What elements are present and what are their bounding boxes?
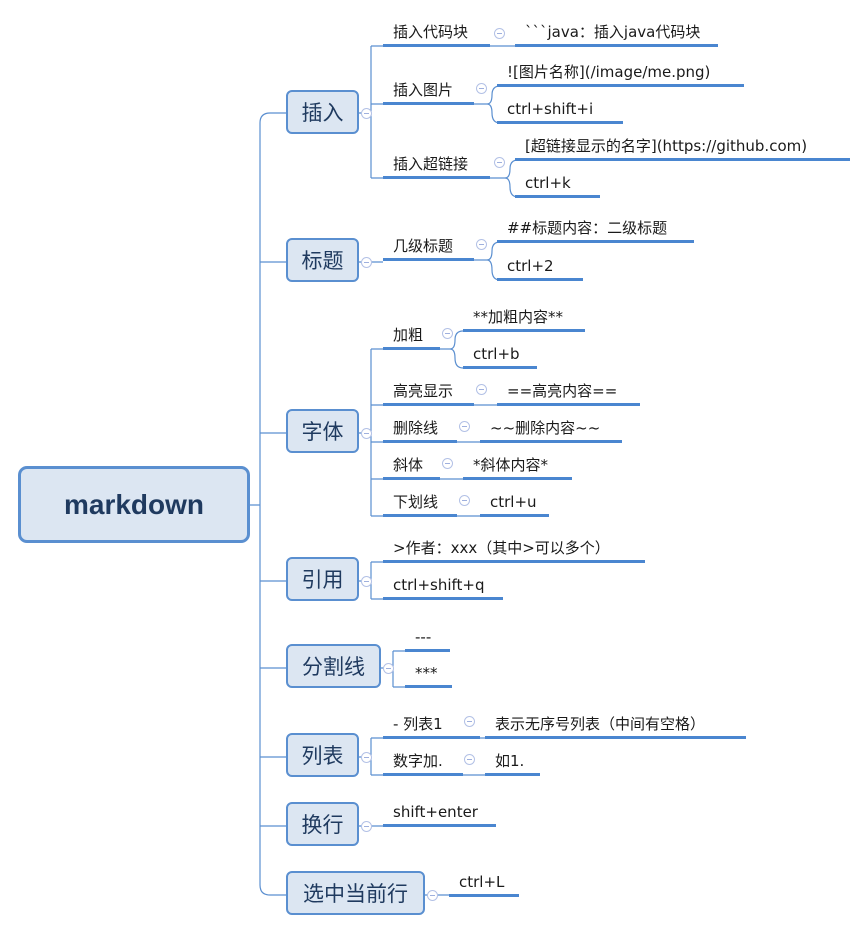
topic-quote-syntax[interactable]: >作者：xxx（其中>可以多个）	[383, 538, 645, 563]
leaf-bold-shortcut[interactable]: ctrl+b	[463, 344, 537, 369]
leaf-link-syntax[interactable]: [超链接显示的名字](https://github.com)	[515, 136, 850, 161]
topic-underline[interactable]: 下划线	[383, 492, 457, 517]
leaf-bold-syntax[interactable]: **加粗内容**	[463, 307, 585, 332]
leaf-image-shortcut[interactable]: ctrl+shift+i	[497, 99, 623, 124]
topic-italic[interactable]: 斜体	[383, 455, 440, 480]
leaf-image-syntax[interactable]: ![图片名称](/image/me.png)	[497, 62, 744, 87]
node-newline[interactable]: 换行	[286, 802, 359, 846]
node-select-line[interactable]: 选中当前行	[286, 871, 425, 915]
collapse-icon[interactable]	[459, 421, 470, 432]
node-font[interactable]: 字体	[286, 409, 359, 453]
node-quote[interactable]: 引用	[286, 557, 359, 601]
collapse-icon[interactable]	[442, 458, 453, 469]
collapse-icon[interactable]	[464, 716, 475, 727]
topic-unordered-list[interactable]: - 列表1	[383, 714, 480, 739]
collapse-icon[interactable]	[361, 428, 372, 439]
topic-divider-star[interactable]: ***	[405, 663, 452, 688]
collapse-icon[interactable]	[476, 239, 487, 250]
topic-select-line-shortcut[interactable]: ctrl+L	[449, 872, 519, 897]
leaf-insert-code[interactable]: ```java：插入java代码块	[515, 22, 718, 47]
node-list[interactable]: 列表	[286, 733, 359, 777]
topic-quote-shortcut[interactable]: ctrl+shift+q	[383, 575, 503, 600]
collapse-icon[interactable]	[361, 821, 372, 832]
leaf-italic[interactable]: *斜体内容*	[463, 455, 572, 480]
collapse-icon[interactable]	[476, 384, 487, 395]
topic-insert-image[interactable]: 插入图片	[383, 80, 474, 105]
node-insert[interactable]: 插入	[286, 90, 359, 134]
collapse-icon[interactable]	[476, 83, 487, 94]
node-divider[interactable]: 分割线	[286, 644, 381, 688]
node-heading[interactable]: 标题	[286, 238, 359, 282]
collapse-icon[interactable]	[464, 754, 475, 765]
topic-divider-dash[interactable]: ---	[405, 627, 450, 652]
topic-strike[interactable]: 删除线	[383, 418, 457, 443]
topic-insert-link[interactable]: 插入超链接	[383, 154, 490, 179]
topic-ordered-list[interactable]: 数字加.	[383, 751, 463, 776]
collapse-icon[interactable]	[383, 663, 394, 674]
leaf-strike[interactable]: ~~删除内容~~	[480, 418, 622, 443]
leaf-unordered-list[interactable]: 表示无序号列表（中间有空格）	[485, 714, 746, 739]
leaf-link-shortcut[interactable]: ctrl+k	[515, 173, 600, 198]
topic-insert-code[interactable]: 插入代码块	[383, 22, 490, 47]
topic-newline-shortcut[interactable]: shift+enter	[383, 802, 496, 827]
topic-bold[interactable]: 加粗	[383, 325, 440, 350]
root-node[interactable]: markdown	[18, 466, 250, 543]
leaf-heading-syntax[interactable]: ##标题内容：二级标题	[497, 218, 694, 243]
collapse-icon[interactable]	[459, 495, 470, 506]
leaf-ordered-list[interactable]: 如1.	[485, 751, 540, 776]
topic-highlight[interactable]: 高亮显示	[383, 381, 474, 406]
leaf-highlight[interactable]: ==高亮内容==	[497, 381, 640, 406]
collapse-icon[interactable]	[427, 890, 438, 901]
collapse-icon[interactable]	[442, 328, 453, 339]
collapse-icon[interactable]	[361, 752, 372, 763]
topic-heading-level[interactable]: 几级标题	[383, 236, 474, 261]
collapse-icon[interactable]	[494, 28, 505, 39]
collapse-icon[interactable]	[361, 108, 372, 119]
collapse-icon[interactable]	[361, 257, 372, 268]
collapse-icon[interactable]	[494, 157, 505, 168]
collapse-icon[interactable]	[361, 576, 372, 587]
leaf-underline[interactable]: ctrl+u	[480, 492, 549, 517]
leaf-heading-shortcut[interactable]: ctrl+2	[497, 256, 583, 281]
